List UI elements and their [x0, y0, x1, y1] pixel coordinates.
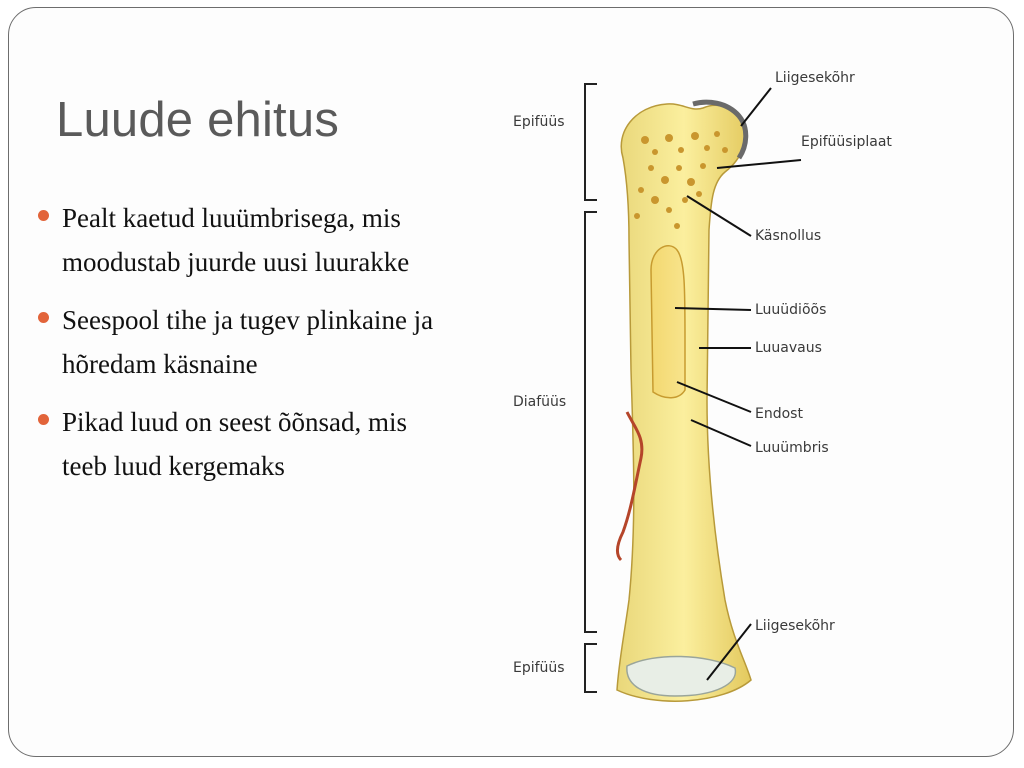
bone-structure-diagram: Epifüüs Diafüüs Epifüüs: [455, 40, 975, 720]
bullet-item: Pikad luud on seest õõnsad, mis teeb luu…: [36, 400, 456, 488]
slide-title: Luude ehitus: [56, 93, 340, 147]
medullary-cavity: [650, 245, 686, 399]
section-brackets: [584, 83, 597, 693]
bullet-dot-icon: [38, 414, 49, 425]
bullet-dot-icon: [38, 210, 49, 221]
callout-articular-cartilage-bottom: Liigesekõhr: [755, 618, 835, 634]
callout-medullary-cavity: Luuüdiõõs: [755, 302, 826, 318]
label-epiphysis-bottom: Epifüüs: [513, 660, 565, 676]
callout-spongy-bone: Käsnollus: [755, 228, 821, 244]
callout-compact-bone: Luuavaus: [755, 340, 822, 356]
cartilage-top: [692, 99, 749, 160]
bullet-text: Pikad luud on seest õõnsad, mis teeb luu…: [62, 407, 407, 481]
blood-vessel: [615, 411, 644, 562]
cartilage-bottom: [626, 655, 737, 697]
callout-endosteum: Endost: [755, 406, 803, 422]
bullet-text: Seespool tihe ja tugev plinkaine ja hõre…: [62, 305, 434, 379]
callout-epiphyseal-plate: Epifüüsiplaat: [801, 134, 892, 150]
callout-articular-cartilage-top: Liigesekõhr: [775, 70, 855, 86]
leader-lines: [674, 87, 802, 681]
bone-diagram-svg: Epifüüs Diafüüs Epifüüs: [513, 70, 892, 702]
slide-frame: [8, 7, 1014, 757]
bullet-item: Seespool tihe ja tugev plinkaine ja hõre…: [36, 298, 456, 386]
bullet-dot-icon: [38, 312, 49, 323]
label-diaphysis: Diafüüs: [513, 394, 566, 410]
callout-periosteum: Luuümbris: [755, 440, 829, 456]
bullet-list: Pealt kaetud luuümbrisega, mis moodustab…: [36, 196, 456, 502]
bullet-text: Pealt kaetud luuümbrisega, mis moodustab…: [62, 203, 410, 277]
label-epiphysis-top: Epifüüs: [513, 114, 565, 130]
spongy-bone: [634, 131, 728, 229]
bone-shape: [616, 103, 752, 702]
bullet-item: Pealt kaetud luuümbrisega, mis moodustab…: [36, 196, 456, 284]
